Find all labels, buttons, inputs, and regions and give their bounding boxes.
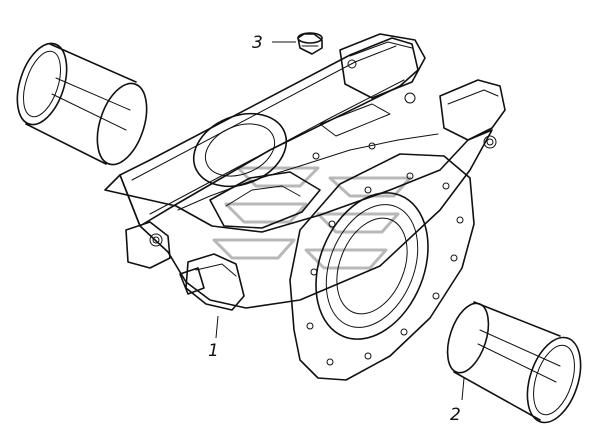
callout-2: 2 [450,405,461,425]
callout-3: 3 [252,33,263,53]
leader-2 [461,377,465,401]
bushing-part-2 [446,301,582,424]
watermark-logo [212,166,412,270]
housing-part-1 [104,33,506,381]
leader-1 [215,315,219,339]
bushing-upper-left [16,42,148,166]
callout-1: 1 [208,341,219,361]
plug-part-3 [297,32,323,55]
